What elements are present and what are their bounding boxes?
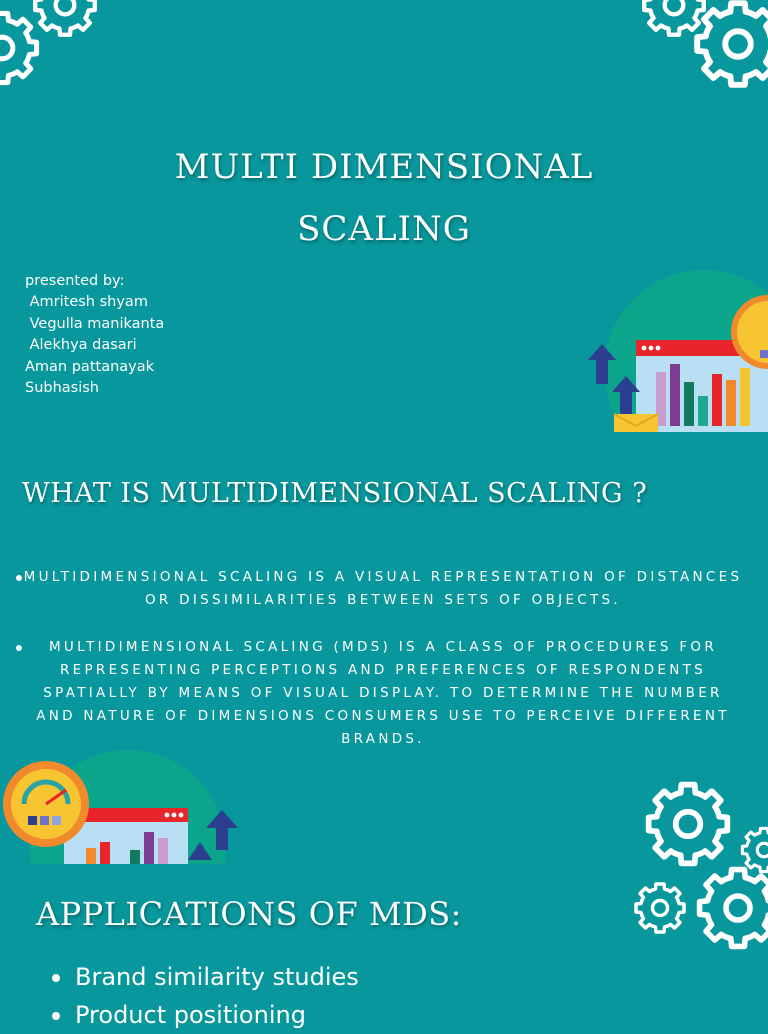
chart-illustration-icon [3,750,238,864]
presenter-name: Amritesh shyam [25,294,148,311]
gear-icon [644,0,704,35]
bullet-icon [52,1012,60,1020]
list-item: Brand similarity studies [52,958,359,996]
title-line-2: SCALING [297,209,471,249]
gear-cluster-top-left-icon [0,0,120,110]
presenters-label: presented by: [25,273,125,289]
title-line-1: MULTI DIMENSIONAL [174,147,594,187]
bullet-text: MULTIDIMENSIONAL SCALING IS A VISUAL REP… [23,569,743,608]
gear-cluster-top-right-icon [620,0,768,110]
list-item: MULTIDIMENSIONAL SCALING (MDS) IS A CLAS… [14,636,752,751]
presenter-name: Alekhya dasari [25,337,137,354]
section-heading-what: WHAT IS MULTIDIMENSIONAL SCALING ? [22,478,648,509]
list-item: MULTIDIMENSIONAL SCALING IS A VISUAL REP… [14,566,752,612]
list-item: Product positioning [52,996,359,1034]
gauge-icon [3,761,89,847]
gauge-icon [731,295,768,369]
bullet-icon [16,575,22,581]
definition-list: MULTIDIMENSIONAL SCALING IS A VISUAL REP… [14,566,752,775]
gear-icon [740,826,768,874]
applications-list: Brand similarity studies Product positio… [52,958,359,1034]
section-heading-applications: APPLICATIONS OF MDS: [36,895,462,933]
gear-icon [649,785,728,864]
gear-icon [700,870,768,947]
arrow-up-icon [206,810,238,850]
bullet-text: MULTIDIMENSIONAL SCALING (MDS) IS A CLAS… [36,639,730,747]
gear-cluster-bottom-right-icon [634,758,768,964]
page-title: MULTI DIMENSIONAL SCALING [0,136,768,260]
gear-icon [0,13,37,82]
presenter-name: Vegulla manikanta [25,315,165,332]
bullet-icon [16,645,22,651]
application-text: Product positioning [75,1001,306,1029]
arrow-up-icon [588,344,616,384]
envelope-icon [614,414,658,432]
chart-illustration-icon [588,270,768,432]
presenters-block: presented by: Amritesh shyam Vegulla man… [25,271,164,399]
presenter-name: Aman pattanayak [25,358,155,375]
gear-icon [634,882,686,934]
arrow-up-icon [612,376,640,418]
bullet-icon [52,974,60,982]
gear-icon [35,0,95,35]
presenter-name: Subhasish [25,380,100,397]
gear-icon [697,3,768,85]
application-text: Brand similarity studies [75,963,359,991]
